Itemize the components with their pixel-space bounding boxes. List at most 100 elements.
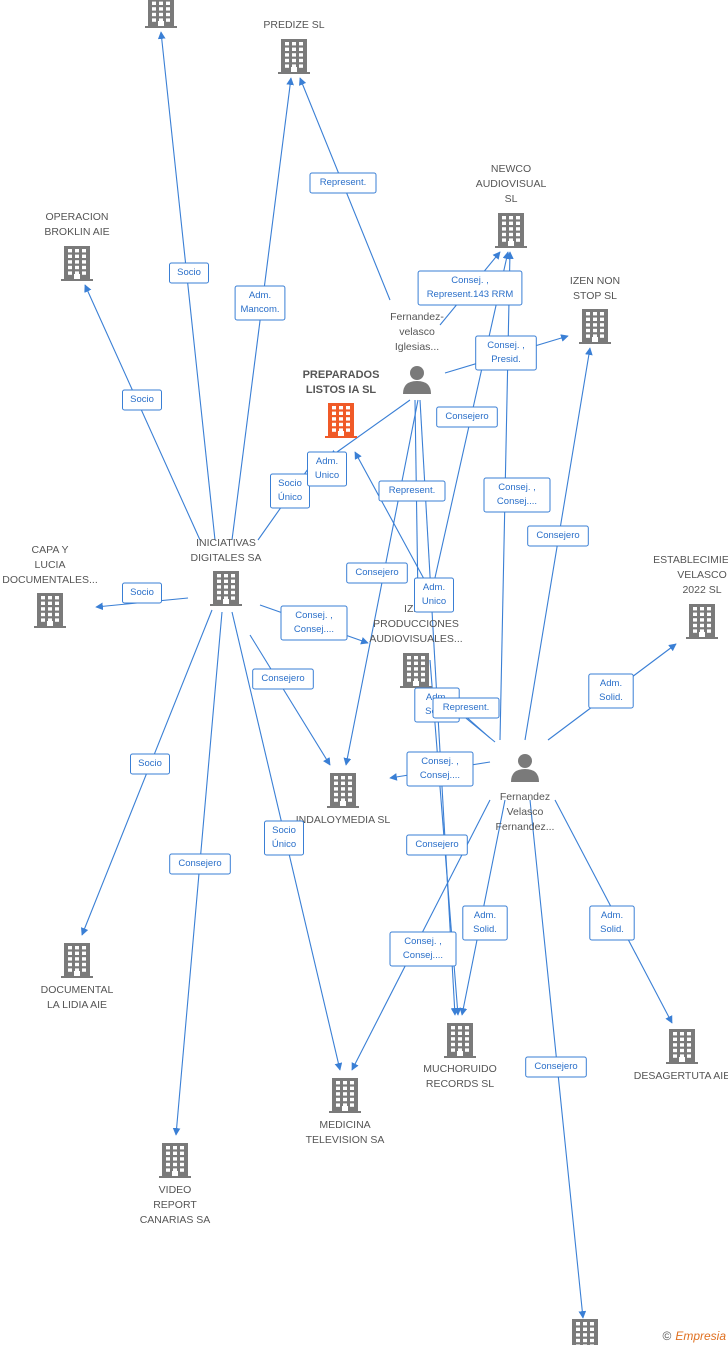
edge-label-iniciativas-to-indaloy[interactable]: Consejero (252, 668, 314, 690)
node-label: DESAGERTUTA AIE (634, 1070, 728, 1082)
edge-label-fviglesias-to-predize[interactable]: Represent. (309, 172, 377, 194)
edge-label-fviglesias-to-preparados[interactable]: Adm. Unico (307, 451, 347, 487)
edge-label-text: Mancom. (240, 304, 279, 315)
edge-label-text: Consej. , (295, 610, 333, 621)
node-capa[interactable]: CAPA YLUCIADOCUMENTALES... (2, 544, 98, 628)
edge-label-fvfernandez-to-desagertuta[interactable]: Adm.Solid. (589, 905, 635, 941)
edge-label-text: Unico (315, 470, 339, 481)
edge-label-iniciativas-to-documental[interactable]: Socio (130, 753, 170, 775)
node-label: NEWCO (491, 163, 531, 175)
edge-label-iniciativas-to-capa[interactable]: Socio (122, 582, 162, 604)
edge-label-text: Consej. , (421, 756, 459, 767)
building-icon (579, 309, 611, 344)
node-label: DOCUMENTALES... (2, 574, 97, 586)
node-newco[interactable]: NEWCO AUDIOVISUAL SL (476, 163, 547, 248)
building-icon (666, 1029, 698, 1064)
edge-label-text: Presid. (491, 354, 521, 365)
node-top[interactable] (145, 0, 177, 28)
brand-name: Empresia (675, 1329, 726, 1343)
edge-label-fviglesias-to-newco[interactable]: Consejero (436, 406, 498, 428)
edge-label-text: Socio (278, 478, 302, 489)
edge-label-box (417, 270, 523, 306)
edge-label-text: Represent. (389, 485, 435, 496)
edge-label-box (527, 525, 589, 547)
edge-label-fviglesias-to-indaloy[interactable]: Consejero (346, 562, 408, 584)
edge-label-text: Socio (130, 587, 154, 598)
edge-iniciativas-to-operacion (84, 284, 201, 541)
edge-label-iniciativas-to-video[interactable]: Consejero (169, 853, 231, 875)
node-label: PREPARADOS (303, 369, 380, 381)
edge-label-text: Consejero (178, 858, 221, 869)
edge-label-fvfernandez-to-establecimiento[interactable]: Adm.Solid. (588, 673, 634, 709)
edge-label-fviglesias-to-izennon[interactable]: Consej. ,Presid. (475, 335, 537, 371)
edge-label-text: Represent. (443, 702, 489, 713)
edge-label-fvfernandez-to-mucho[interactable]: Consejero (406, 834, 468, 856)
edge-iniciativas-to-indaloy (249, 634, 331, 766)
node-establecimiento[interactable]: ESTABLECIMIENTOVELASCO2022 SL (653, 554, 728, 639)
node-bottom[interactable] (569, 1319, 601, 1345)
edge-label-fviglesias-to-newco[interactable]: Consej. ,Represent.143 RRM (417, 270, 523, 306)
edge-label-box (130, 753, 170, 775)
building-icon (325, 403, 357, 438)
edge-label-fvfernandez-to-bottom[interactable]: Consejero (525, 1056, 587, 1078)
node-predize[interactable]: PREDIZE SL (263, 19, 325, 74)
edge-label-box (483, 477, 551, 513)
edge-label-fvfernandez-to-mucho[interactable]: Adm.Solid. (462, 905, 508, 941)
building-icon (210, 571, 242, 606)
edge-label-text: Consej.... (294, 624, 334, 635)
edge-label-box (589, 905, 635, 941)
node-label: BROKLIN AIE (44, 226, 109, 238)
edge-label-iniciativas-to-operacion[interactable]: Socio (122, 389, 162, 411)
node-label: INICIATIVAS (196, 537, 256, 549)
edge-label-text: Único (278, 492, 302, 503)
edge-label-text: Consej. , (451, 275, 489, 286)
edge-label-text: Adm. (249, 290, 271, 301)
node-fviglesias[interactable]: Fernandez-velascoIglesias... (390, 311, 444, 394)
edge-label-iniciativas-to-top[interactable]: Socio (169, 262, 209, 284)
edge-label-fvfernandez-to-newco[interactable]: Consej. ,Consej.... (483, 477, 551, 513)
edge-label-box (309, 172, 377, 194)
edge-label-izen-to-preparados[interactable]: Adm. Unico (414, 577, 454, 613)
node-fvfernandez[interactable]: FernandezVelascoFernandez... (496, 754, 555, 833)
edge-label-text: Socio (177, 267, 201, 278)
edge-label-box (264, 820, 304, 856)
node-label: RECORDS SL (426, 1078, 494, 1090)
footer-brand[interactable]: ©Empresia (662, 1329, 726, 1343)
edge-label-iniciativas-to-predize[interactable]: Adm. Mancom. (234, 285, 286, 321)
edge-label-text: Único (272, 839, 296, 850)
node-label: LUCIA (35, 559, 66, 571)
edge-label-fviglesias-to-izen[interactable]: Represent. (378, 480, 446, 502)
building-icon (572, 1319, 598, 1345)
edge-label-text: Adm. (316, 456, 338, 467)
edge-label-text: Consej. , (498, 482, 536, 493)
building-icon (61, 943, 93, 978)
edge-label-text: Unico (422, 596, 446, 607)
edge-label-fvfernandez-to-izen[interactable]: Represent. (432, 697, 500, 719)
edge-label-fvfernandez-to-izennon[interactable]: Consejero (527, 525, 589, 547)
node-label: REPORT (153, 1199, 197, 1211)
edge-label-text: Adm. (423, 582, 445, 593)
node-label: AUDIOVISUAL (476, 178, 547, 190)
edge-izen-to-preparados (354, 451, 431, 591)
node-desagertuta[interactable]: DESAGERTUTA AIE (634, 1029, 728, 1082)
node-label: 2022 SL (682, 584, 721, 596)
edge-label-fvfernandez-to-indaloy[interactable]: Consej. ,Consej.... (406, 751, 474, 787)
edge-label-fvfernandez-to-medicina[interactable]: Consej. ,Consej.... (389, 931, 457, 967)
building-icon (159, 1143, 191, 1178)
node-label: SL (505, 193, 518, 205)
node-indaloy[interactable]: INDALOYMEDIA SL (296, 773, 391, 826)
node-izen[interactable]: IZENPRODUCCIONESAUDIOVISUALES... (369, 603, 463, 688)
edge-label-iniciativas-to-izen[interactable]: Consej. , Consej.... (280, 605, 348, 641)
node-label: VELASCO (677, 569, 727, 581)
